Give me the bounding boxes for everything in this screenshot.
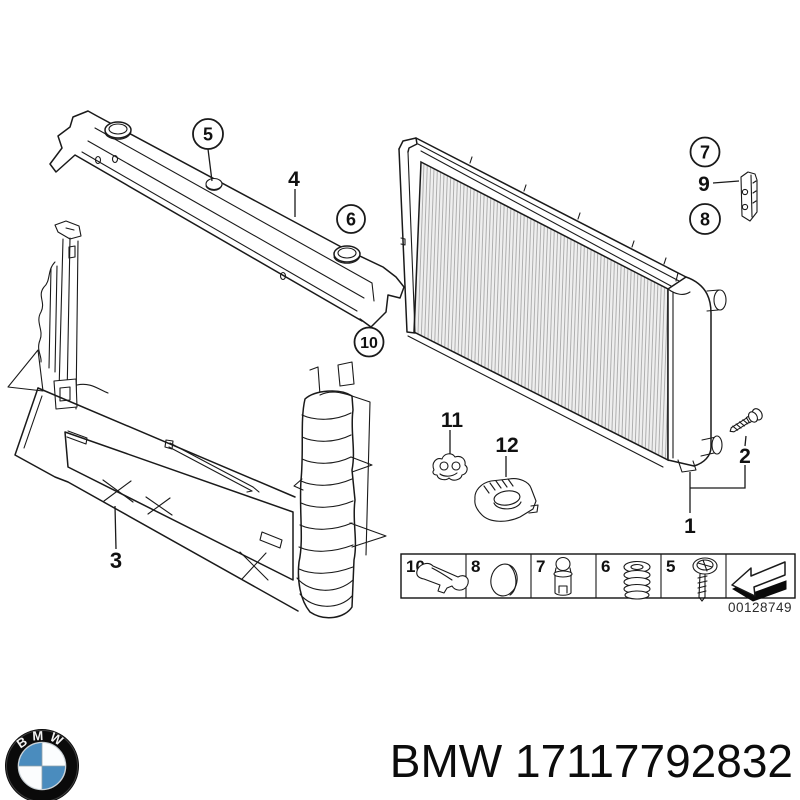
callout-6: 6 <box>336 204 366 234</box>
direction-arrow-icon <box>731 561 787 602</box>
part-2-drain-screw <box>729 408 763 433</box>
legend-strip: 10 8 7 6 5 <box>400 553 796 615</box>
logo-quadrant-bottom-left <box>19 766 42 789</box>
callout-6-label: 6 <box>346 210 356 230</box>
part-4-upper-carrier-bracket <box>49 110 405 328</box>
part-number-title: BMW 17117792832 <box>390 735 793 787</box>
callout-7-label: 7 <box>700 143 710 163</box>
part-11-clip <box>432 453 468 481</box>
logo-quadrant-top-left <box>19 743 42 766</box>
screw-icon <box>692 557 718 602</box>
callout-1-label: 1 <box>684 515 696 538</box>
callouts: 5 4 6 10 7 9 8 11 <box>110 118 751 573</box>
part-3-air-duct-housing <box>14 361 387 619</box>
callout-9-label: 9 <box>698 173 710 196</box>
callout-5-label: 5 <box>203 125 213 145</box>
part-1-radiator <box>398 137 727 473</box>
callout-4-label: 4 <box>288 168 300 191</box>
part-9-mount-bracket <box>740 171 758 222</box>
logo-quadrant-bottom-right <box>42 766 65 789</box>
callout-3: 3 <box>110 505 122 573</box>
callout-9: 9 <box>698 173 740 196</box>
rubber-mount-cap-left <box>104 121 132 140</box>
cap-icon <box>490 563 518 597</box>
legend-cell-8-label: 8 <box>471 557 480 576</box>
legend-cell-7-label: 7 <box>536 557 545 576</box>
callout-11: 11 <box>441 409 464 454</box>
part-12-support-bracket <box>474 478 539 522</box>
clip-icon <box>416 562 469 594</box>
rubber-mount-cap-mid <box>205 177 223 191</box>
radiator-foot <box>677 459 697 473</box>
lower-outlet-pipe <box>700 435 723 457</box>
callout-4: 4 <box>288 168 300 217</box>
footer: BMW BMW 17117792832 <box>5 728 793 800</box>
callout-1: 1 <box>684 472 696 538</box>
callout-2-label: 2 <box>739 445 751 468</box>
callout-2: 2 <box>690 435 751 489</box>
callout-5: 5 <box>192 118 224 182</box>
callout-12: 12 <box>495 434 519 477</box>
callout-10: 10 <box>353 326 385 358</box>
callout-10-label: 10 <box>360 335 378 352</box>
callout-8: 8 <box>689 203 721 235</box>
part-3-side-panel <box>7 220 109 410</box>
doc-number: 00128749 <box>728 600 792 615</box>
legend-cell-5-label: 5 <box>666 557 675 576</box>
bmw-logo: BMW <box>5 728 79 800</box>
logo-quadrant-top-right <box>42 743 65 766</box>
rubber-mount-cap-right <box>333 245 361 264</box>
legend-cell-6-label: 6 <box>601 557 610 576</box>
callout-8-label: 8 <box>700 210 710 230</box>
buffer-spring-icon <box>623 560 651 600</box>
plug-icon <box>553 556 573 596</box>
upper-outlet-pipe <box>706 289 727 312</box>
callout-12-label: 12 <box>495 434 518 457</box>
callout-3-label: 3 <box>110 548 122 573</box>
callout-7: 7 <box>689 136 721 168</box>
corrugated-pillar <box>293 361 387 619</box>
callout-11-label: 11 <box>441 409 464 432</box>
